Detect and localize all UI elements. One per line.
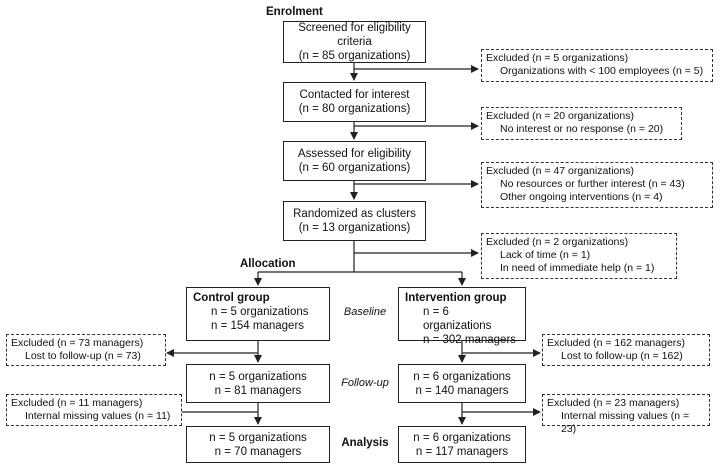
excluded4-reason1: Lack of time (n = 1) [500, 249, 591, 261]
ctrl-fu-orgs: n = 5 organizations [209, 370, 307, 383]
screened-count: (n = 85 organizations) [298, 50, 411, 62]
intervention-followup-box: n = 6 organizations n = 140 managers [398, 364, 526, 403]
int-an-orgs: n = 6 organizations [413, 431, 511, 444]
ctrl-excluded1-box: Excluded (n = 73 managers) Lost to follo… [6, 334, 166, 366]
excluded3-title: Excluded (n = 47 organizations) [486, 165, 634, 177]
assessed-box: Assessed for eligibility (n = 60 organiz… [283, 141, 426, 181]
excluded3-reason2: Other ongoing interventions (n = 4) [500, 191, 663, 203]
excluded2-reason: No interest or no response (n = 20) [500, 123, 664, 135]
int-excluded2-title: Excluded (n = 23 managers) [547, 397, 680, 409]
intervention-managers: n = 302 managers [423, 334, 517, 346]
contacted-box: Contacted for interest (n = 80 organizat… [283, 82, 426, 122]
control-managers: n = 154 managers [211, 320, 305, 332]
contacted-title: Contacted for interest [299, 89, 410, 101]
randomized-box: Randomized as clusters (n = 13 organizat… [283, 201, 426, 241]
screened-box: Screened for eligibility criteria (n = 8… [283, 21, 426, 63]
baseline-label: Baseline [343, 306, 387, 318]
intervention-orgs: n = 6 organizations [423, 306, 492, 332]
ctrl-excluded1-title: Excluded (n = 73 managers) [11, 337, 144, 349]
int-excluded1-reason: Lost to follow-up (n = 162) [561, 350, 683, 362]
contacted-count: (n = 80 organizations) [298, 103, 411, 115]
int-excluded2-box: Excluded (n = 23 managers) Internal miss… [542, 394, 710, 435]
ctrl-excluded1-reason: Lost to follow-up (n = 73) [25, 350, 141, 362]
int-an-managers: n = 117 managers [415, 445, 509, 458]
intervention-group-box: Intervention group n = 6 organizations n… [398, 287, 526, 346]
control-analysis-box: n = 5 organizations n = 70 managers [186, 426, 330, 463]
int-excluded1-box: Excluded (n = 162 managers) Lost to foll… [542, 334, 710, 366]
assessed-title: Assessed for eligibility [297, 148, 412, 160]
ctrl-fu-managers: n = 81 managers [214, 384, 302, 397]
excluded1-reason: Organizations with < 100 employees (n = … [500, 65, 704, 77]
control-group-box: Control group n = 5 organizations n = 15… [186, 287, 330, 341]
ctrl-an-orgs: n = 5 organizations [209, 431, 307, 444]
int-excluded2-reason: Internal missing values (n = 23) [561, 410, 690, 435]
screened-title: Screened for eligibility criteria [298, 22, 411, 48]
excluded1-title: Excluded (n = 5 organizations) [486, 52, 629, 64]
ctrl-an-managers: n = 70 managers [214, 445, 302, 458]
control-title: Control group [193, 292, 270, 304]
excluded4-title: Excluded (n = 2 organizations) [486, 236, 629, 248]
excluded3-reason1: No resources or further interest (n = 43… [500, 178, 685, 190]
randomized-count: (n = 13 organizations) [298, 222, 411, 234]
ctrl-excluded2-box: Excluded (n = 11 managers) Internal miss… [6, 394, 182, 426]
intervention-title: Intervention group [405, 292, 507, 304]
intervention-analysis-box: n = 6 organizations n = 117 managers [398, 426, 526, 463]
excluded3-box: Excluded (n = 47 organizations) No resou… [481, 162, 713, 208]
ctrl-excluded2-reason: Internal missing values (n = 11) [25, 410, 171, 422]
randomized-title: Randomized as clusters [293, 208, 416, 220]
enrolment-label: Enrolment [266, 6, 323, 18]
ctrl-excluded2-title: Excluded (n = 11 managers) [11, 397, 143, 409]
control-followup-box: n = 5 organizations n = 81 managers [186, 364, 330, 403]
allocation-label: Allocation [240, 258, 296, 270]
excluded2-box: Excluded (n = 20 organizations) No inter… [481, 107, 682, 140]
int-fu-orgs: n = 6 organizations [413, 370, 511, 383]
control-orgs: n = 5 organizations [211, 306, 309, 318]
followup-label: Follow-up [341, 377, 389, 389]
int-excluded1-title: Excluded (n = 162 managers) [547, 337, 686, 349]
excluded1-box: Excluded (n = 5 organizations) Organizat… [481, 49, 713, 82]
excluded2-title: Excluded (n = 20 organizations) [486, 110, 634, 122]
assessed-count: (n = 60 organizations) [298, 162, 411, 174]
analysis-label: Analysis [341, 437, 389, 449]
excluded4-reason2: In need of immediate help (n = 1) [500, 262, 655, 274]
int-fu-managers: n = 140 managers [415, 384, 509, 397]
excluded4-box: Excluded (n = 2 organizations) Lack of t… [481, 233, 677, 279]
